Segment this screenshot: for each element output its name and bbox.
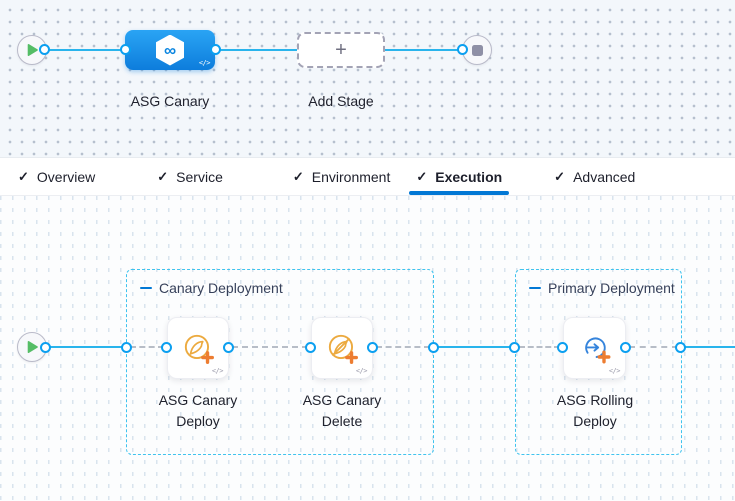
stage-node-asg-canary[interactable]: ∞ </> <box>125 30 215 70</box>
connector-port[interactable] <box>557 342 568 353</box>
pipeline-stage-canvas: ∞ </> + ASG Canary Add Stage <box>0 0 735 157</box>
connector-port[interactable] <box>40 342 51 353</box>
tab-service[interactable]: ✓ Service <box>157 168 223 185</box>
step-group-primary-deployment <box>515 269 682 455</box>
connector-port[interactable] <box>428 342 439 353</box>
yaml-code-icon: </> <box>355 367 368 375</box>
connector-line <box>431 346 517 348</box>
connector-port[interactable] <box>367 342 378 353</box>
connector-port[interactable] <box>121 342 132 353</box>
execution-start-node <box>17 332 47 362</box>
check-icon: ✓ <box>157 168 169 184</box>
connector-line-dashed <box>376 346 430 348</box>
step-node-asg-canary-delete[interactable]: </> <box>311 317 373 379</box>
connector-line-dashed <box>232 346 308 348</box>
add-stage-button[interactable]: + <box>297 32 385 68</box>
execution-step-canvas: Canary Deployment Primary Deployment </>… <box>0 196 735 501</box>
yaml-code-icon: </> <box>608 367 621 375</box>
check-icon: ✓ <box>292 168 304 184</box>
connector-port[interactable] <box>210 44 221 55</box>
group-title-canary-deployment: Canary Deployment <box>140 280 283 296</box>
stop-icon <box>471 44 483 56</box>
connector-line-dashed <box>519 346 560 348</box>
play-icon <box>27 44 38 56</box>
connector-line <box>45 346 127 348</box>
stage-config-tabbar: ✓ Overview ✓ Service ✓ Environment ✓ Exe… <box>0 157 735 196</box>
connector-port[interactable] <box>620 342 631 353</box>
step-label: ASG Canary Deploy <box>158 392 238 429</box>
step-label: ASG Rolling Deploy <box>556 392 634 429</box>
asg-rolling-deploy-icon <box>584 337 610 364</box>
tab-overview[interactable]: ✓ Overview <box>18 168 96 185</box>
yaml-code-icon: </> <box>211 367 224 375</box>
connector-port[interactable] <box>223 342 234 353</box>
connector-port[interactable] <box>675 342 686 353</box>
stage-label: ASG Canary <box>130 93 210 109</box>
collapse-group-icon[interactable] <box>529 286 541 290</box>
connector-port[interactable] <box>39 44 50 55</box>
tab-environment[interactable]: ✓ Environment <box>292 168 391 185</box>
check-icon: ✓ <box>416 168 428 184</box>
group-title-primary-deployment: Primary Deployment <box>529 280 675 296</box>
asg-canary-deploy-icon <box>184 334 214 364</box>
connector-line <box>44 49 464 51</box>
collapse-group-icon[interactable] <box>140 286 152 290</box>
step-label: ASG Canary Delete <box>302 392 382 429</box>
step-group-canary-deployment <box>126 269 434 455</box>
check-icon: ✓ <box>554 168 566 184</box>
connector-port[interactable] <box>305 342 316 353</box>
connector-line-dashed <box>130 346 164 348</box>
tab-advanced[interactable]: ✓ Advanced <box>554 168 636 185</box>
harness-cd-stage-icon: ∞ <box>156 34 184 66</box>
connector-port[interactable] <box>509 342 520 353</box>
yaml-code-icon: </> <box>198 59 211 67</box>
step-node-asg-rolling-deploy[interactable]: </> <box>563 317 626 379</box>
connector-port[interactable] <box>457 44 468 55</box>
tab-execution[interactable]: ✓ Execution <box>409 158 509 195</box>
play-icon <box>27 341 38 353</box>
plus-icon: + <box>335 38 347 61</box>
step-node-asg-canary-deploy[interactable]: </> <box>167 317 229 379</box>
asg-canary-delete-icon <box>328 334 358 364</box>
add-stage-label: Add Stage <box>308 93 374 109</box>
connector-line-dashed <box>629 346 678 348</box>
connector-port[interactable] <box>161 342 172 353</box>
check-icon: ✓ <box>18 168 29 184</box>
connector-port[interactable] <box>120 44 131 55</box>
connector-line <box>679 346 735 348</box>
